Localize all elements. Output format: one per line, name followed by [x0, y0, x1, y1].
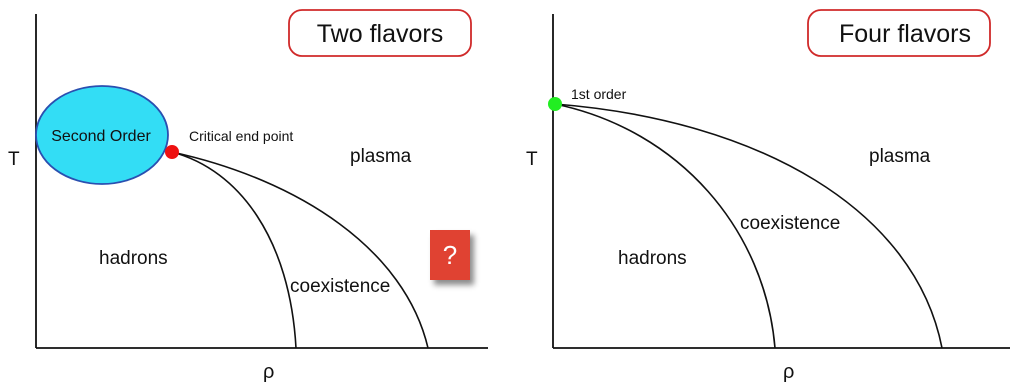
first-order-label: 1st order [571, 86, 627, 102]
y-axis-label: T [8, 149, 20, 170]
hadron-coexistence-boundary [554, 103, 776, 349]
hadron-coexistence-boundary [171, 151, 297, 349]
second-order-region [35, 85, 169, 185]
y-axis-label: T [526, 149, 538, 170]
title-box [288, 9, 472, 57]
panel-title: Two flavors [317, 20, 443, 48]
coexistence-plasma-boundary [554, 103, 943, 349]
x-axis-label: ρ [263, 361, 274, 383]
region-hadrons: hadrons [99, 248, 168, 269]
question-badge: ? [430, 230, 470, 280]
first-order-point [548, 97, 562, 111]
panel-two-flavors: T ρ Two flavors Second Order Critical en… [8, 9, 488, 383]
coexistence-plasma-boundary [171, 151, 429, 349]
region-hadrons: hadrons [618, 248, 687, 269]
region-coexistence: coexistence [290, 276, 390, 297]
panel-four-flavors: T ρ Four flavors 1st order plasma coexis… [526, 9, 1010, 383]
region-plasma: plasma [869, 146, 931, 167]
region-plasma: plasma [350, 146, 412, 167]
panel-title: Four flavors [839, 20, 971, 48]
x-axis-label: ρ [783, 361, 794, 383]
region-coexistence: coexistence [740, 213, 840, 234]
critical-end-point [165, 145, 179, 159]
critical-end-point-label: Critical end point [189, 128, 293, 144]
second-order-label: Second Order [51, 128, 151, 145]
question-mark: ? [443, 240, 457, 270]
title-box [807, 9, 991, 57]
